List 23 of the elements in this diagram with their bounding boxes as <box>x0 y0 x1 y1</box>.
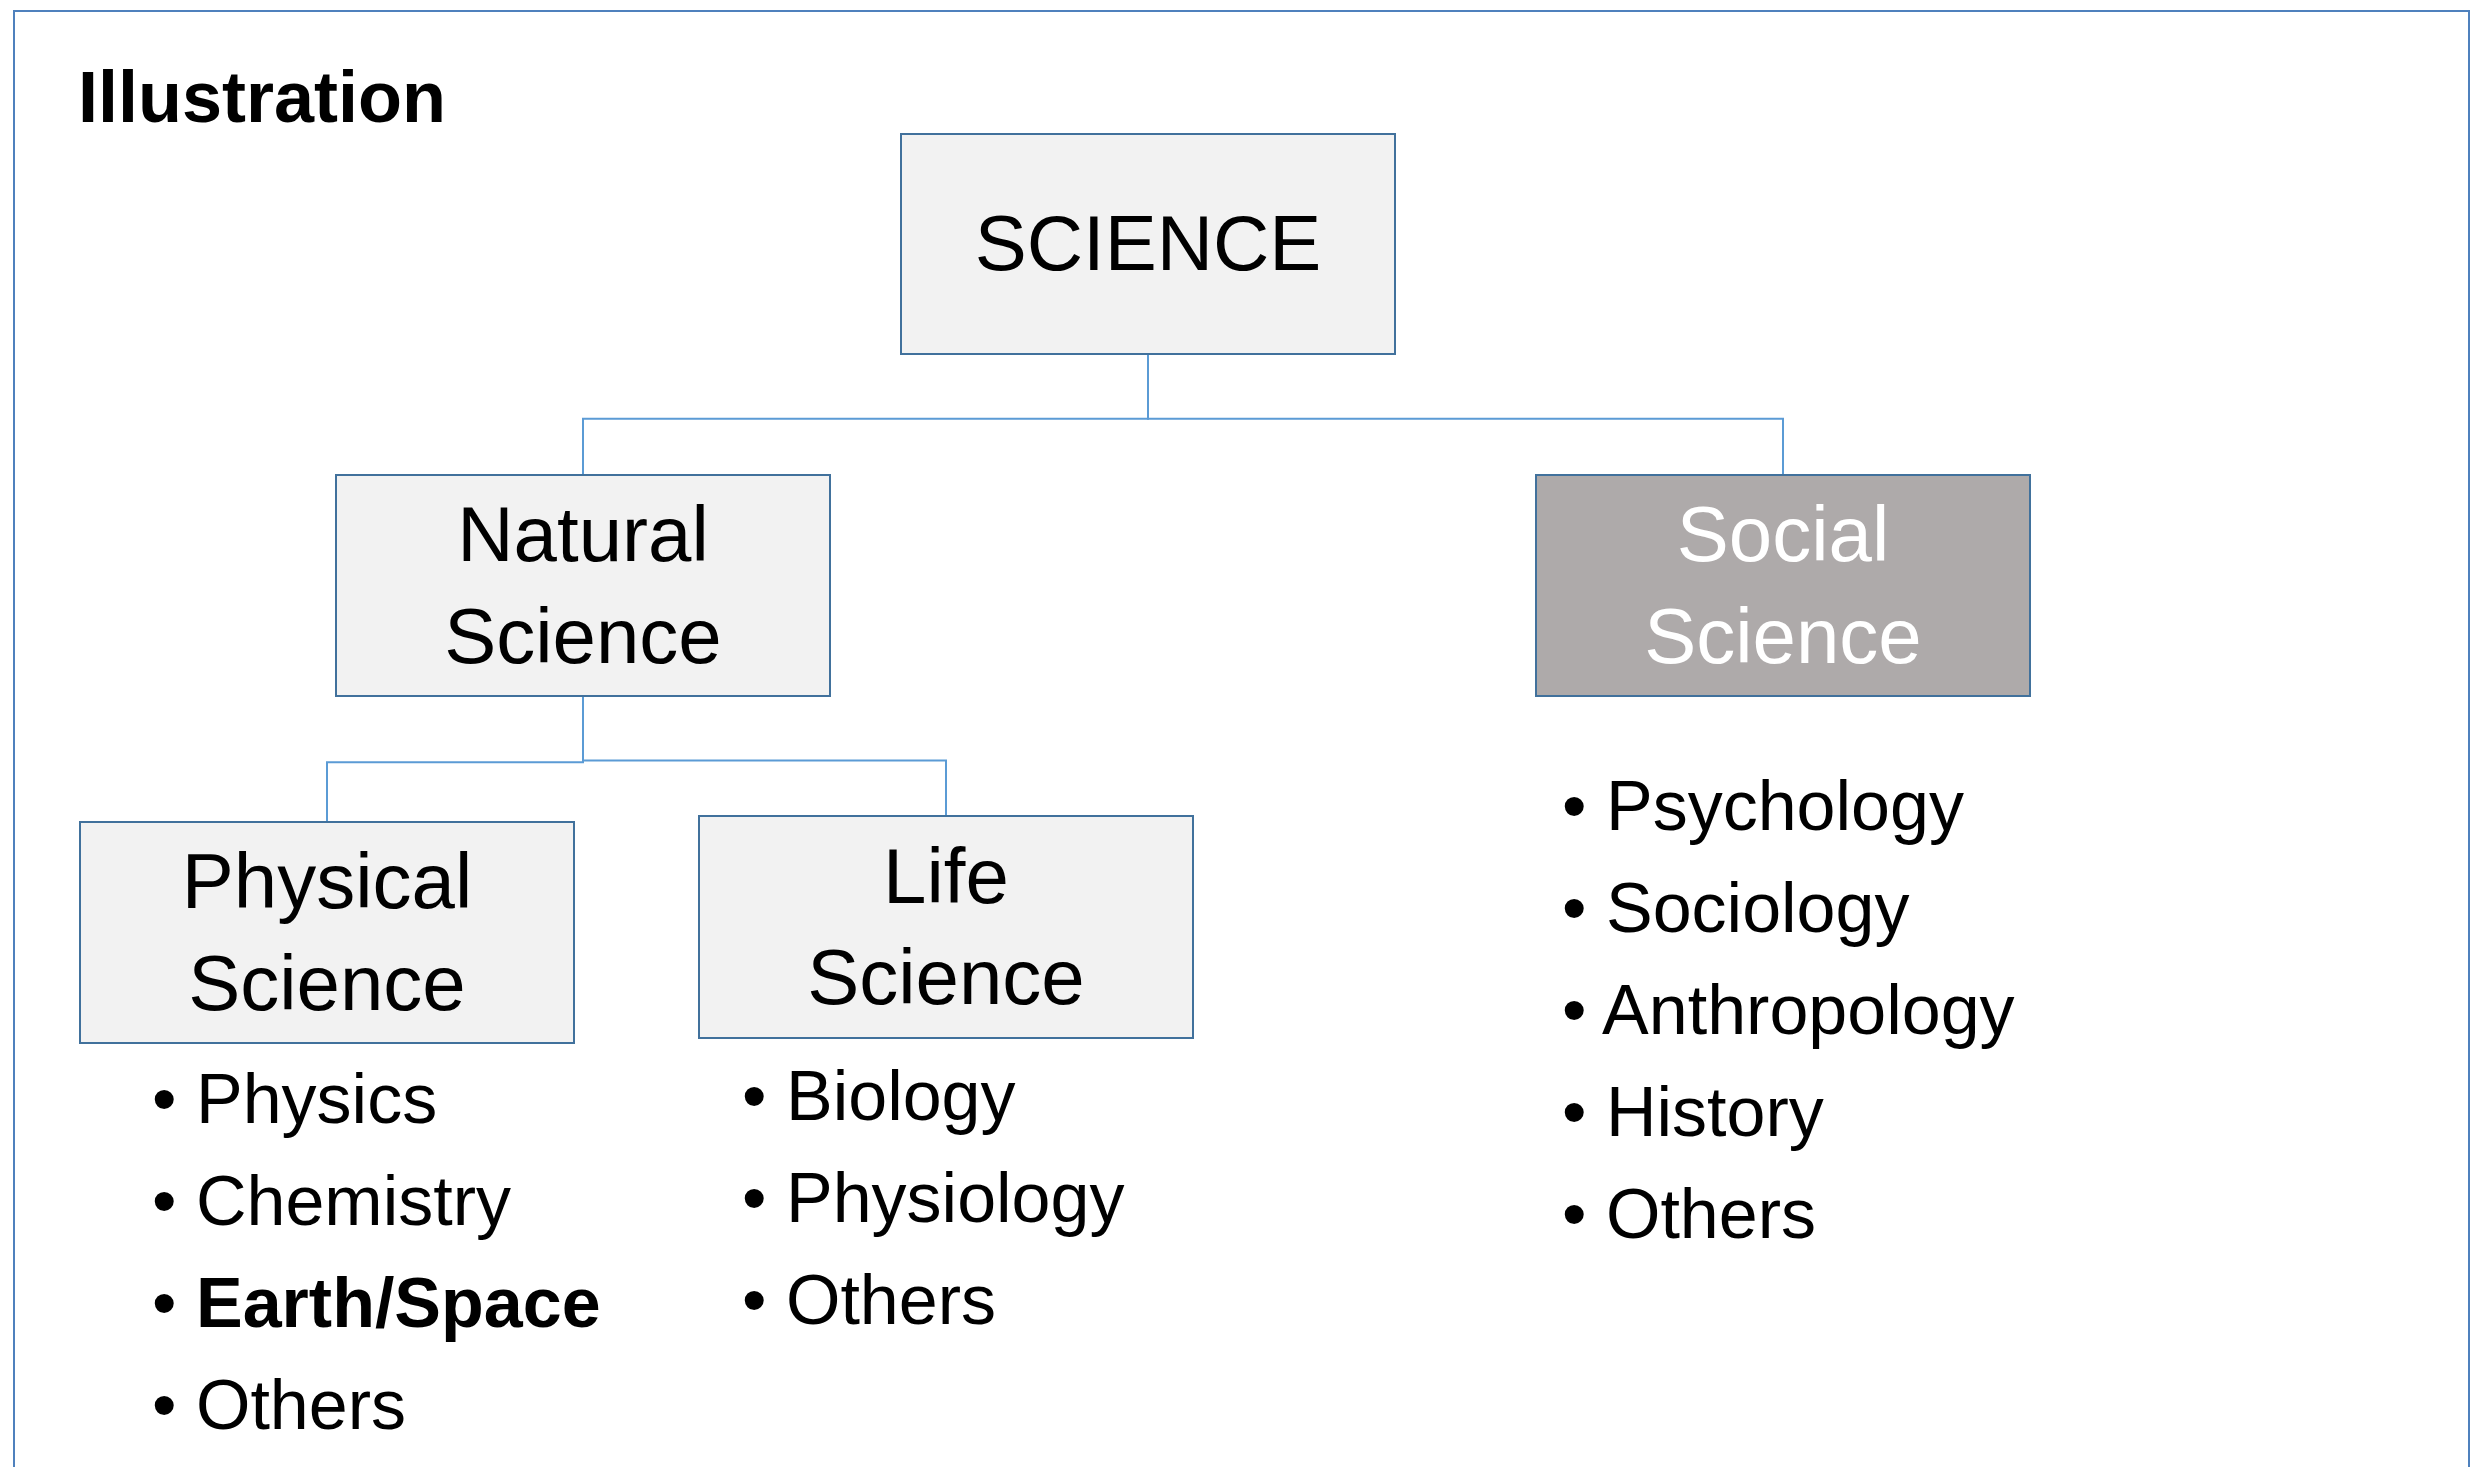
category-box <box>900 133 1396 355</box>
list-item: • Biology <box>742 1056 1017 1137</box>
category-label: SCIENCE <box>973 198 1323 290</box>
list-item: • Sociology <box>1562 868 1911 949</box>
category-label: Social Science <box>1643 489 1923 682</box>
list-item: • Psychology <box>1562 766 1965 847</box>
list-item: • Earth/Space <box>152 1263 601 1344</box>
category-box <box>698 815 1194 1039</box>
category-box <box>335 474 831 697</box>
list-item: • History <box>1562 1072 1825 1153</box>
list-item: • Others <box>152 1365 408 1446</box>
list-item: • Physiology <box>742 1158 1125 1239</box>
list-item: • Others <box>1562 1174 1818 1255</box>
category-box <box>1535 474 2031 697</box>
list-item: • Chemistry <box>152 1161 512 1242</box>
list-item: • Anthropology <box>1562 970 2015 1051</box>
category-box <box>79 821 575 1044</box>
category-label: Life Science <box>806 830 1086 1023</box>
list-item: • Physics <box>152 1059 439 1140</box>
title: Illustration <box>78 56 446 139</box>
category-label: Physical Science <box>180 836 474 1029</box>
list-item: • Others <box>742 1260 998 1341</box>
category-label: Natural Science <box>443 489 723 682</box>
